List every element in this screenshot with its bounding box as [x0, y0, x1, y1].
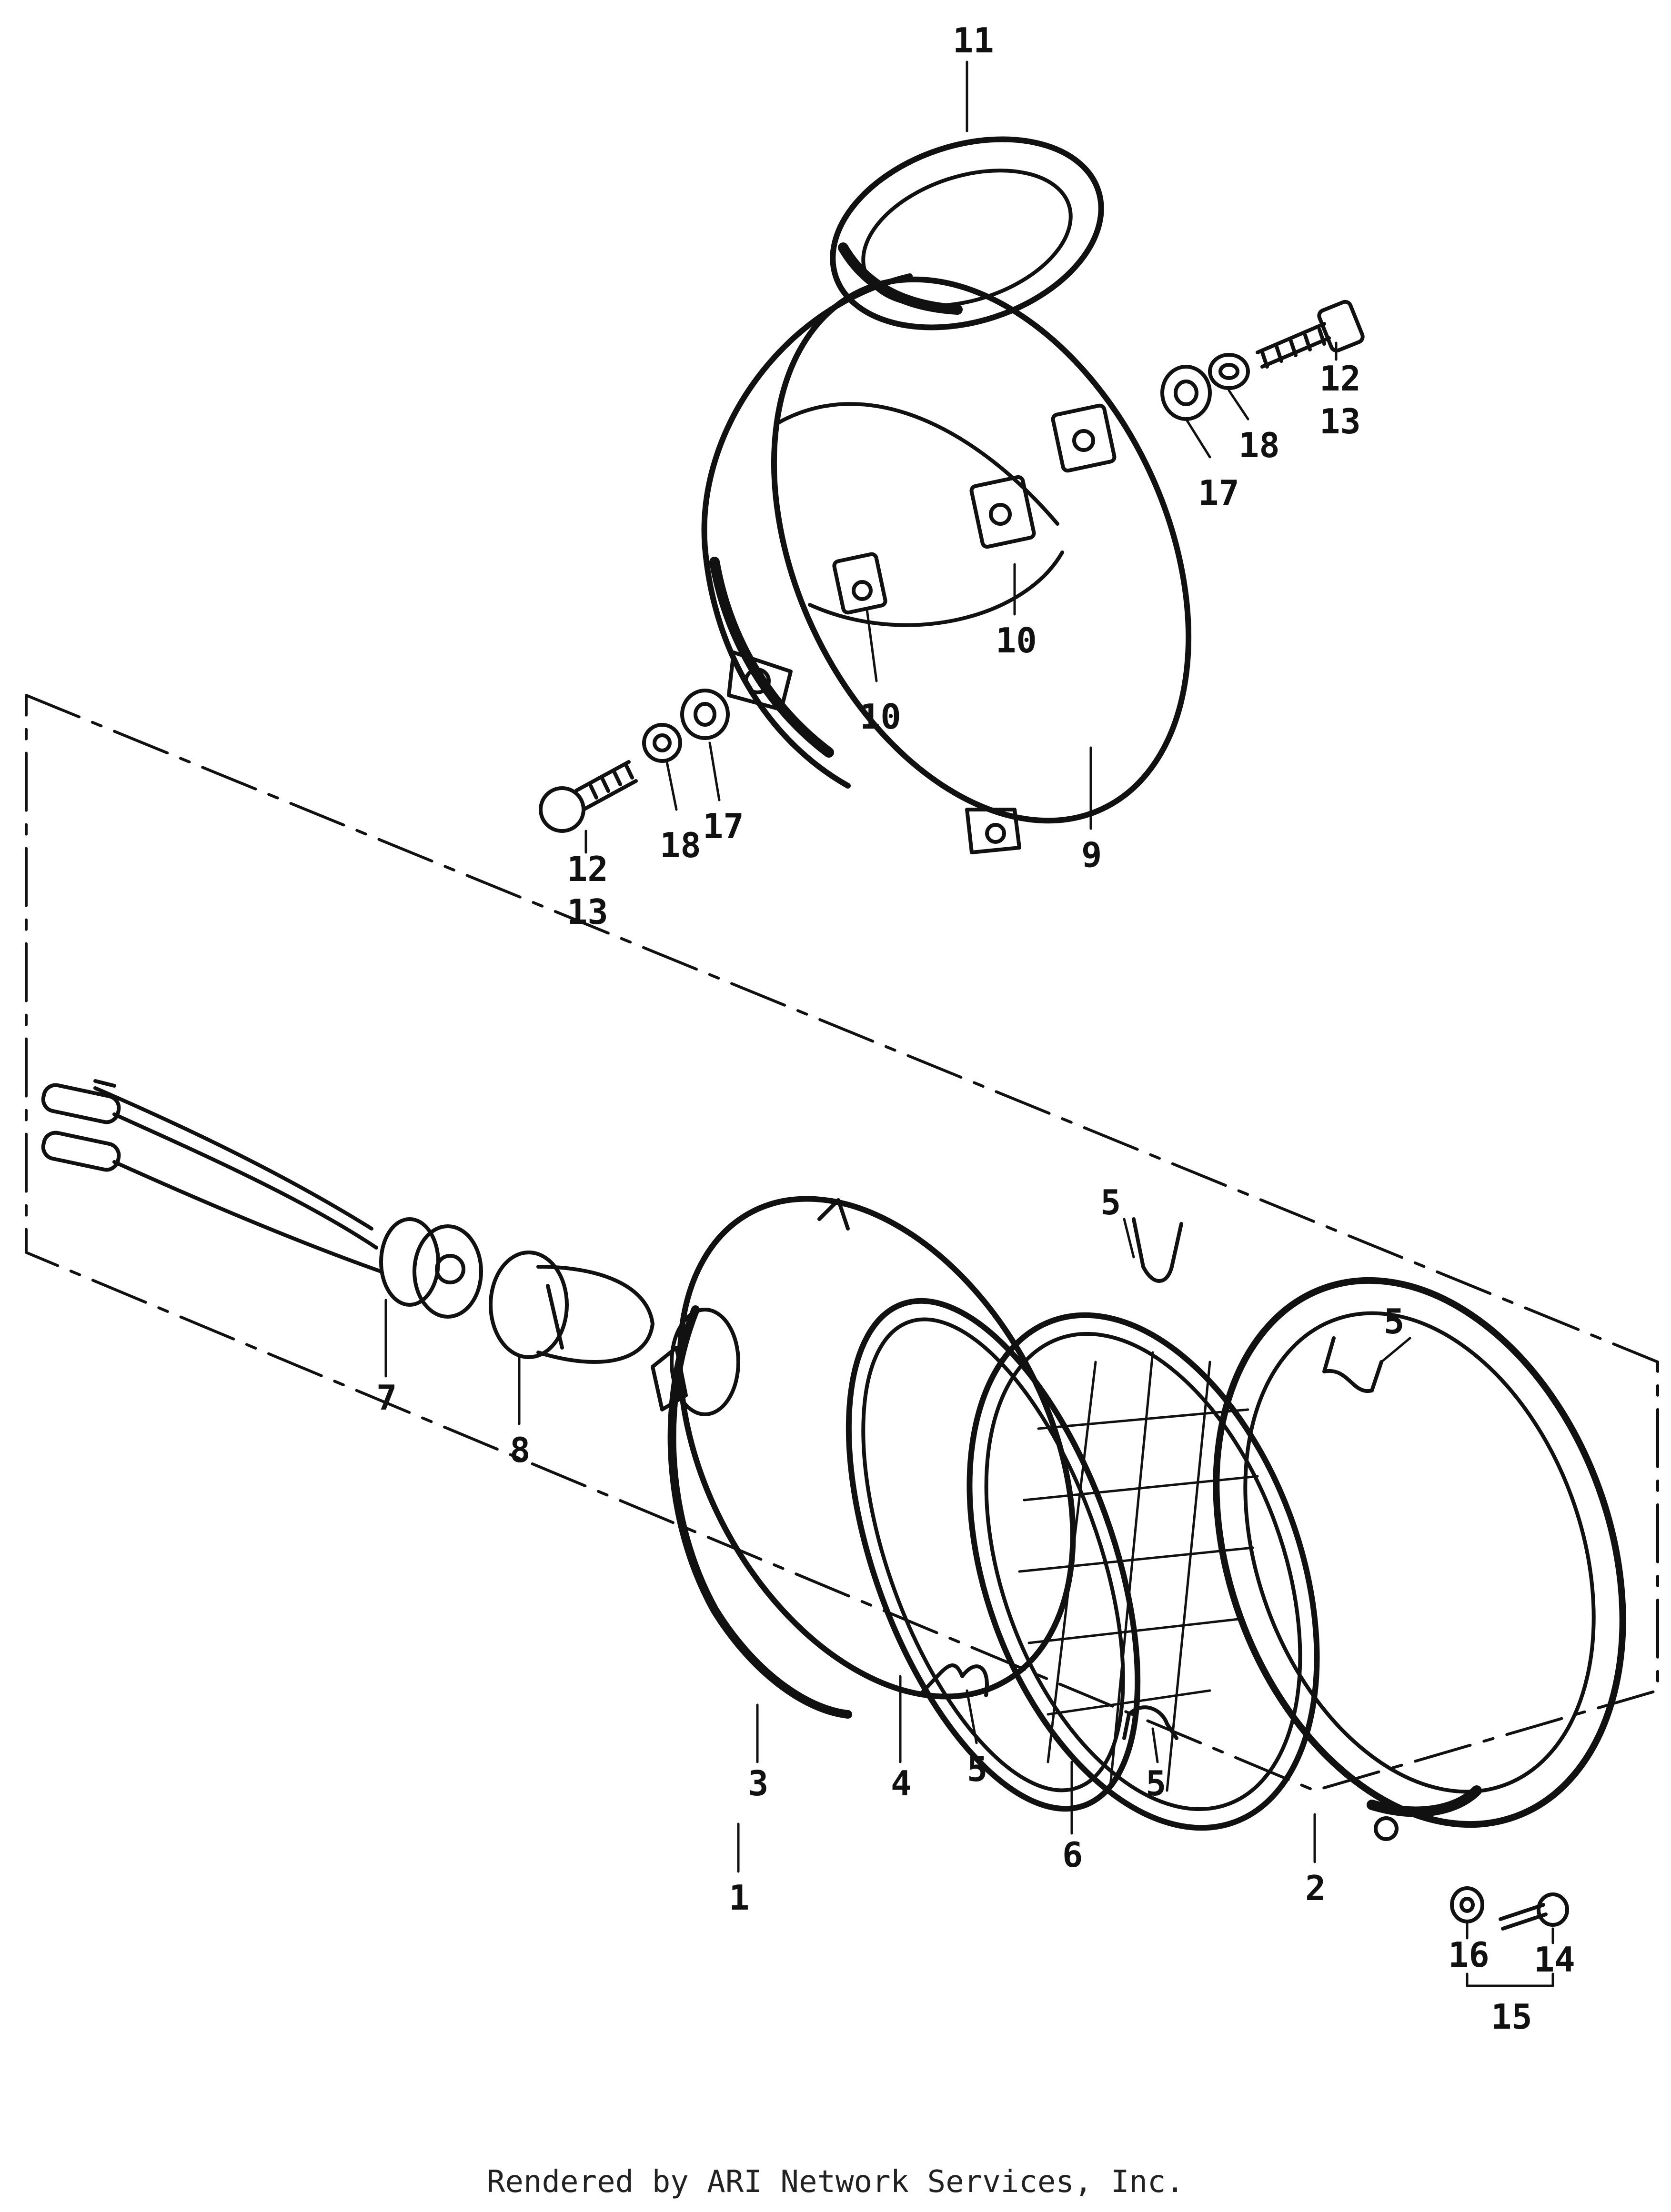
callout-13-left: 13: [567, 892, 608, 932]
callout-10-upper: 10: [996, 621, 1037, 661]
callout-18-right: 18: [1238, 425, 1280, 465]
bolt-left-parts-12-13: [539, 760, 638, 833]
callout-16: 16: [1448, 1935, 1490, 1975]
callout-5-bottom: 5: [1146, 1763, 1166, 1803]
callout-14: 14: [1534, 1940, 1575, 1980]
callout-9: 9: [1081, 835, 1102, 875]
washer-part-16: [1450, 1886, 1484, 1923]
callout-4: 4: [891, 1763, 911, 1803]
reflector-part-3: [651, 1196, 1076, 1719]
callout-13-right: 13: [1319, 401, 1361, 441]
spring-clip-5-bottom: [1122, 1705, 1178, 1740]
callout-7: 7: [376, 1378, 397, 1418]
callout-1: 1: [729, 1878, 749, 1918]
outer-rim-part-2: [1213, 1277, 1626, 1841]
spring-clip-5-top: [1132, 1217, 1183, 1283]
callout-11: 11: [953, 20, 994, 60]
callout-12-right: 12: [1319, 359, 1361, 399]
callout-18-left: 18: [660, 825, 701, 865]
spring-clip-5-bottom-left: [917, 1663, 989, 1697]
washer-17-left: [680, 689, 730, 740]
callout-5-right: 5: [1384, 1301, 1404, 1341]
callout-2: 2: [1305, 1868, 1326, 1908]
callout-15: 15: [1491, 1997, 1532, 2037]
callout-6: 6: [1062, 1835, 1083, 1875]
spring-clip-5-right: [1322, 1336, 1383, 1393]
washer-17-right: [1160, 365, 1212, 421]
callout-17-right: 17: [1198, 473, 1239, 513]
callout-5-bottom-left: 5: [967, 1749, 987, 1789]
washer-18-right: [1208, 353, 1250, 390]
callout-5-top: 5: [1100, 1182, 1121, 1222]
washer-18-left: [642, 723, 682, 763]
lens-part-6: [966, 1312, 1320, 1831]
callout-12-left: 12: [567, 849, 608, 889]
bolt-right-parts-12-13: [1256, 300, 1365, 369]
callout-8: 8: [510, 1430, 530, 1470]
screw-part-14: [1499, 1892, 1569, 1931]
assembly-boundary: [25, 694, 1659, 1792]
footer-credit: Rendered by ARI Network Services, Inc.: [486, 2164, 1185, 2200]
callout-10-lower: 10: [860, 697, 901, 737]
callout-3: 3: [748, 1763, 768, 1803]
callout-17-left: 17: [703, 806, 744, 846]
bulb-part-8: [489, 1251, 654, 1364]
socket-with-wires-part-7: [41, 1079, 483, 1319]
rubber-grommet-part-11: [830, 136, 1104, 330]
rim-part-4: [846, 1298, 1141, 1812]
headlight-case-part-9: [701, 273, 1192, 854]
